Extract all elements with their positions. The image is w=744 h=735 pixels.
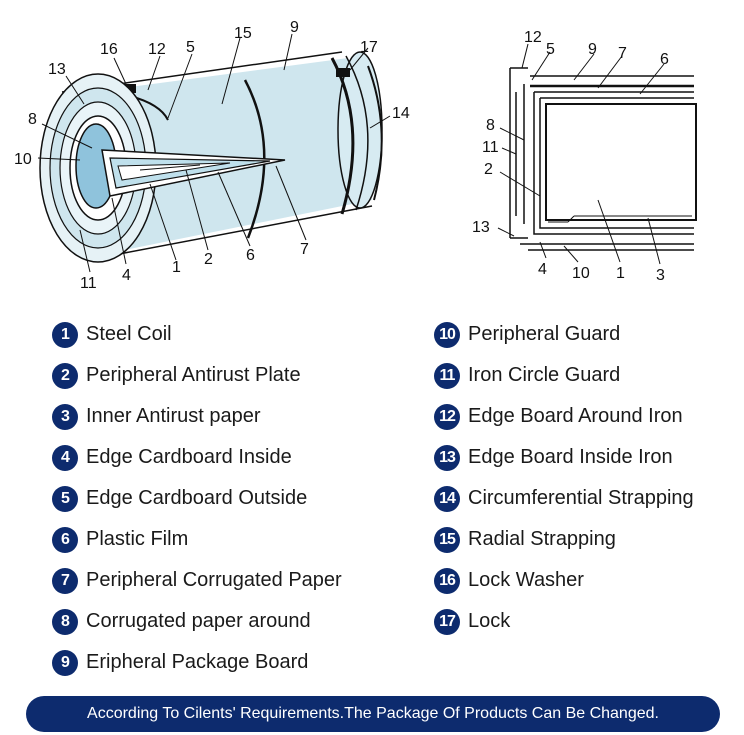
callout-r-13: 13 <box>472 219 490 236</box>
callout-r-11: 11 <box>482 139 499 156</box>
legend-item: 17 Lock <box>434 601 694 642</box>
callout-7: 7 <box>300 241 309 258</box>
callout-r-9: 9 <box>588 41 597 58</box>
legend-item: 2 Peripheral Antirust Plate <box>52 355 342 396</box>
callout-9: 9 <box>290 19 299 36</box>
number-badge: 11 <box>434 362 460 389</box>
legend-label: Edge Cardboard Outside <box>86 487 308 509</box>
legend-item: 11 Iron Circle Guard <box>434 355 694 396</box>
legend-item: 8 Corrugated paper around <box>52 601 342 642</box>
legend-label: Radial Strapping <box>468 528 616 550</box>
number-badge: 7 <box>52 567 78 594</box>
number-badge: 10 <box>434 321 460 348</box>
callout-r-10: 10 <box>572 265 590 282</box>
legend-label: Peripheral Guard <box>468 323 621 345</box>
callout-5: 5 <box>186 39 195 56</box>
legend-label: Edge Board Around Iron <box>468 405 683 427</box>
callout-14: 14 <box>392 105 410 122</box>
coil-3d-illustration: 16 12 5 15 9 17 13 8 10 14 4 1 2 6 7 11 <box>14 19 410 292</box>
number-badge: 15 <box>434 526 460 553</box>
number-badge: 17 <box>434 608 460 635</box>
legend-label: Circumferential Strapping <box>468 487 694 509</box>
legend-label: Inner Antirust paper <box>86 405 261 427</box>
legend-right-column: 10 Peripheral Guard 11 Iron Circle Guard 1… <box>434 314 694 642</box>
callout-r-6: 6 <box>660 51 669 68</box>
cross-section-illustration <box>497 43 697 265</box>
callout-r-3: 3 <box>656 267 665 284</box>
callout-6: 6 <box>246 247 255 264</box>
legend-item: 5 Edge Cardboard Outside <box>52 478 342 519</box>
legend-item: 7 Peripheral Corrugated Paper <box>52 560 342 601</box>
number-badge: 12 <box>434 403 460 430</box>
callout-r-8: 8 <box>486 117 495 134</box>
legend-label: Lock <box>468 610 511 632</box>
number-badge: 8 <box>52 608 78 635</box>
callout-17: 17 <box>360 39 378 56</box>
legend-item: 6 Plastic Film <box>52 519 342 560</box>
legend-label: Peripheral Corrugated Paper <box>86 569 342 591</box>
number-badge: 16 <box>434 567 460 594</box>
number-badge: 14 <box>434 485 460 512</box>
number-badge: 2 <box>52 362 78 389</box>
legend-label: Edge Cardboard Inside <box>86 446 292 468</box>
callout-r-5: 5 <box>546 41 555 58</box>
callout-11: 11 <box>80 275 97 292</box>
legend-label: Peripheral Antirust Plate <box>86 364 301 386</box>
legend-item: 12 Edge Board Around Iron <box>434 396 694 437</box>
callout-10: 10 <box>14 151 32 168</box>
callout-16: 16 <box>100 41 118 58</box>
number-badge: 4 <box>52 444 78 471</box>
callout-1: 1 <box>172 259 181 276</box>
legend-item: 3 Inner Antirust paper <box>52 396 342 437</box>
number-badge: 5 <box>52 485 78 512</box>
callout-12: 12 <box>148 41 166 58</box>
footer-banner: According To Cilents' Requirements.The P… <box>26 696 720 732</box>
legend-item: 4 Edge Cardboard Inside <box>52 437 342 478</box>
legend-label: Steel Coil <box>86 323 172 345</box>
legend-item: 10 Peripheral Guard <box>434 314 694 355</box>
legend-label: Iron Circle Guard <box>468 364 621 386</box>
number-badge: 13 <box>434 444 460 471</box>
legend-label: Edge Board Inside Iron <box>468 446 673 468</box>
coil-packaging-diagram: 16 12 5 15 9 17 13 8 10 14 4 1 2 6 7 11 <box>14 19 697 292</box>
legend-item: 9 Eripheral Package Board <box>52 642 342 683</box>
legend-item: 1 Steel Coil <box>52 314 342 355</box>
callout-8: 8 <box>28 111 37 128</box>
callout-15: 15 <box>234 25 252 42</box>
legend-item: 14 Circumferential Strapping <box>434 478 694 519</box>
callout-4: 4 <box>122 267 131 284</box>
callout-r-4: 4 <box>538 261 547 278</box>
number-badge: 3 <box>52 403 78 430</box>
callout-r-2: 2 <box>484 161 493 178</box>
legend-item: 15 Radial Strapping <box>434 519 694 560</box>
number-badge: 1 <box>52 321 78 348</box>
legend-label: Lock Washer <box>468 569 584 591</box>
callout-13: 13 <box>48 61 66 78</box>
legend-item: 16 Lock Washer <box>434 560 694 601</box>
number-badge: 9 <box>52 649 78 676</box>
legend-label: Eripheral Package Board <box>86 651 309 673</box>
callout-r-1: 1 <box>616 265 625 282</box>
callout-r-7: 7 <box>618 45 627 62</box>
legend-label: Plastic Film <box>86 528 189 550</box>
legend-item: 13 Edge Board Inside Iron <box>434 437 694 478</box>
number-badge: 6 <box>52 526 78 553</box>
callout-r-12: 12 <box>524 29 542 46</box>
callout-2: 2 <box>204 251 213 268</box>
footer-text: According To Cilents' Requirements.The P… <box>87 705 659 722</box>
legend-left-column: 1 Steel Coil 2 Peripheral Antirust Plate 3… <box>52 314 342 683</box>
legend-label: Corrugated paper around <box>86 610 311 632</box>
